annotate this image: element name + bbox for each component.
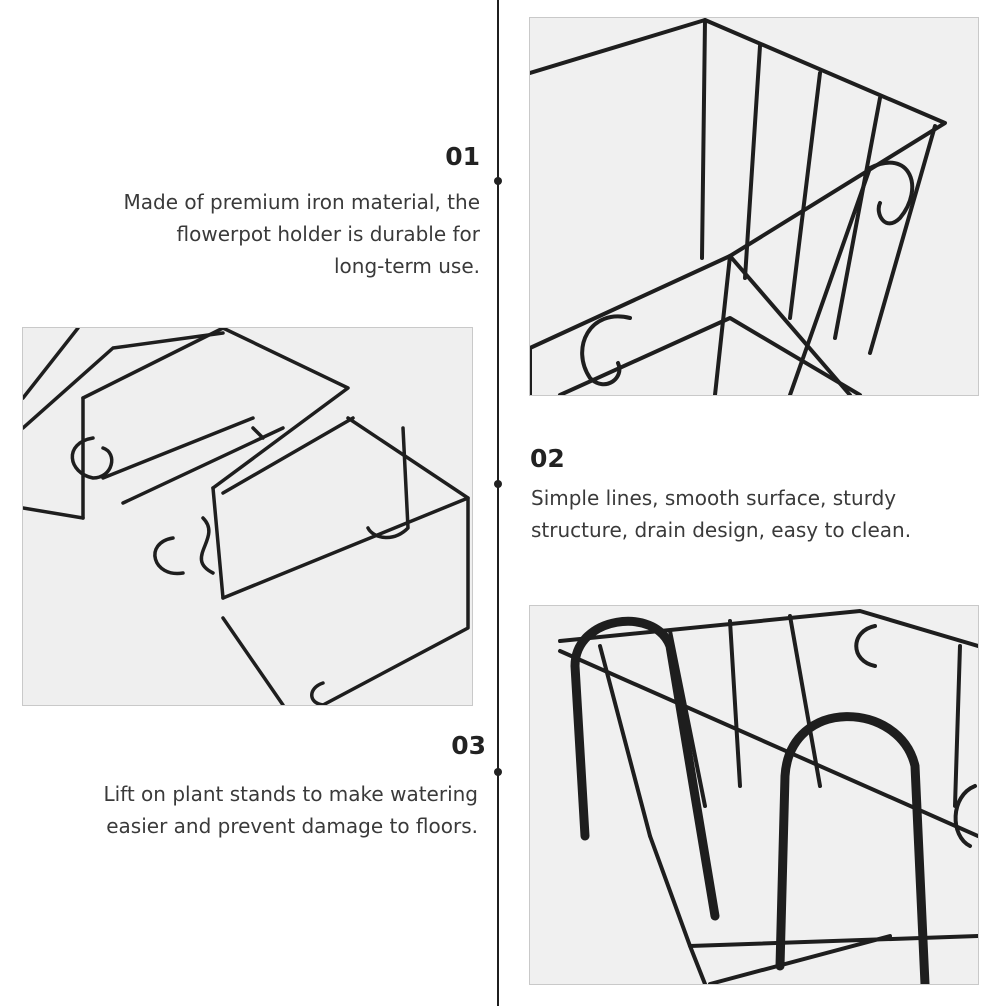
basket-illustration-3 (530, 606, 978, 984)
timeline-dot-03 (494, 768, 502, 776)
feature-02-line-1: Simple lines, smooth surface, sturdy (531, 486, 897, 510)
feature-description-02: Simple lines, smooth surface, sturdy str… (531, 482, 911, 546)
feature-01-line-3: long-term use. (334, 254, 480, 278)
basket-illustration-1 (530, 18, 978, 395)
feature-03-line-1: Lift on plant stands to make watering (103, 782, 478, 806)
feature-01-line-1: Made of premium iron material, the (123, 190, 480, 214)
feature-02-line-2: structure, drain design, easy to clean. (531, 518, 912, 542)
center-divider-line (497, 0, 499, 1006)
basket-illustration-2 (23, 328, 472, 705)
feature-03-line-2: easier and prevent damage to floors. (106, 814, 478, 838)
product-photo-basket-angle-2 (22, 327, 473, 706)
feature-01-line-2: flowerpot holder is durable for (176, 222, 481, 246)
timeline-dot-01 (494, 177, 502, 185)
product-photo-basket-angle-3 (529, 605, 979, 985)
feature-number-03: 03 (451, 731, 486, 760)
timeline-dot-02 (494, 480, 502, 488)
feature-description-03: Lift on plant stands to make watering ea… (103, 778, 478, 842)
feature-number-02: 02 (530, 444, 565, 473)
feature-number-01: 01 (445, 142, 480, 171)
product-photo-basket-angle-1 (529, 17, 979, 396)
feature-description-01: Made of premium iron material, the flowe… (124, 186, 480, 282)
